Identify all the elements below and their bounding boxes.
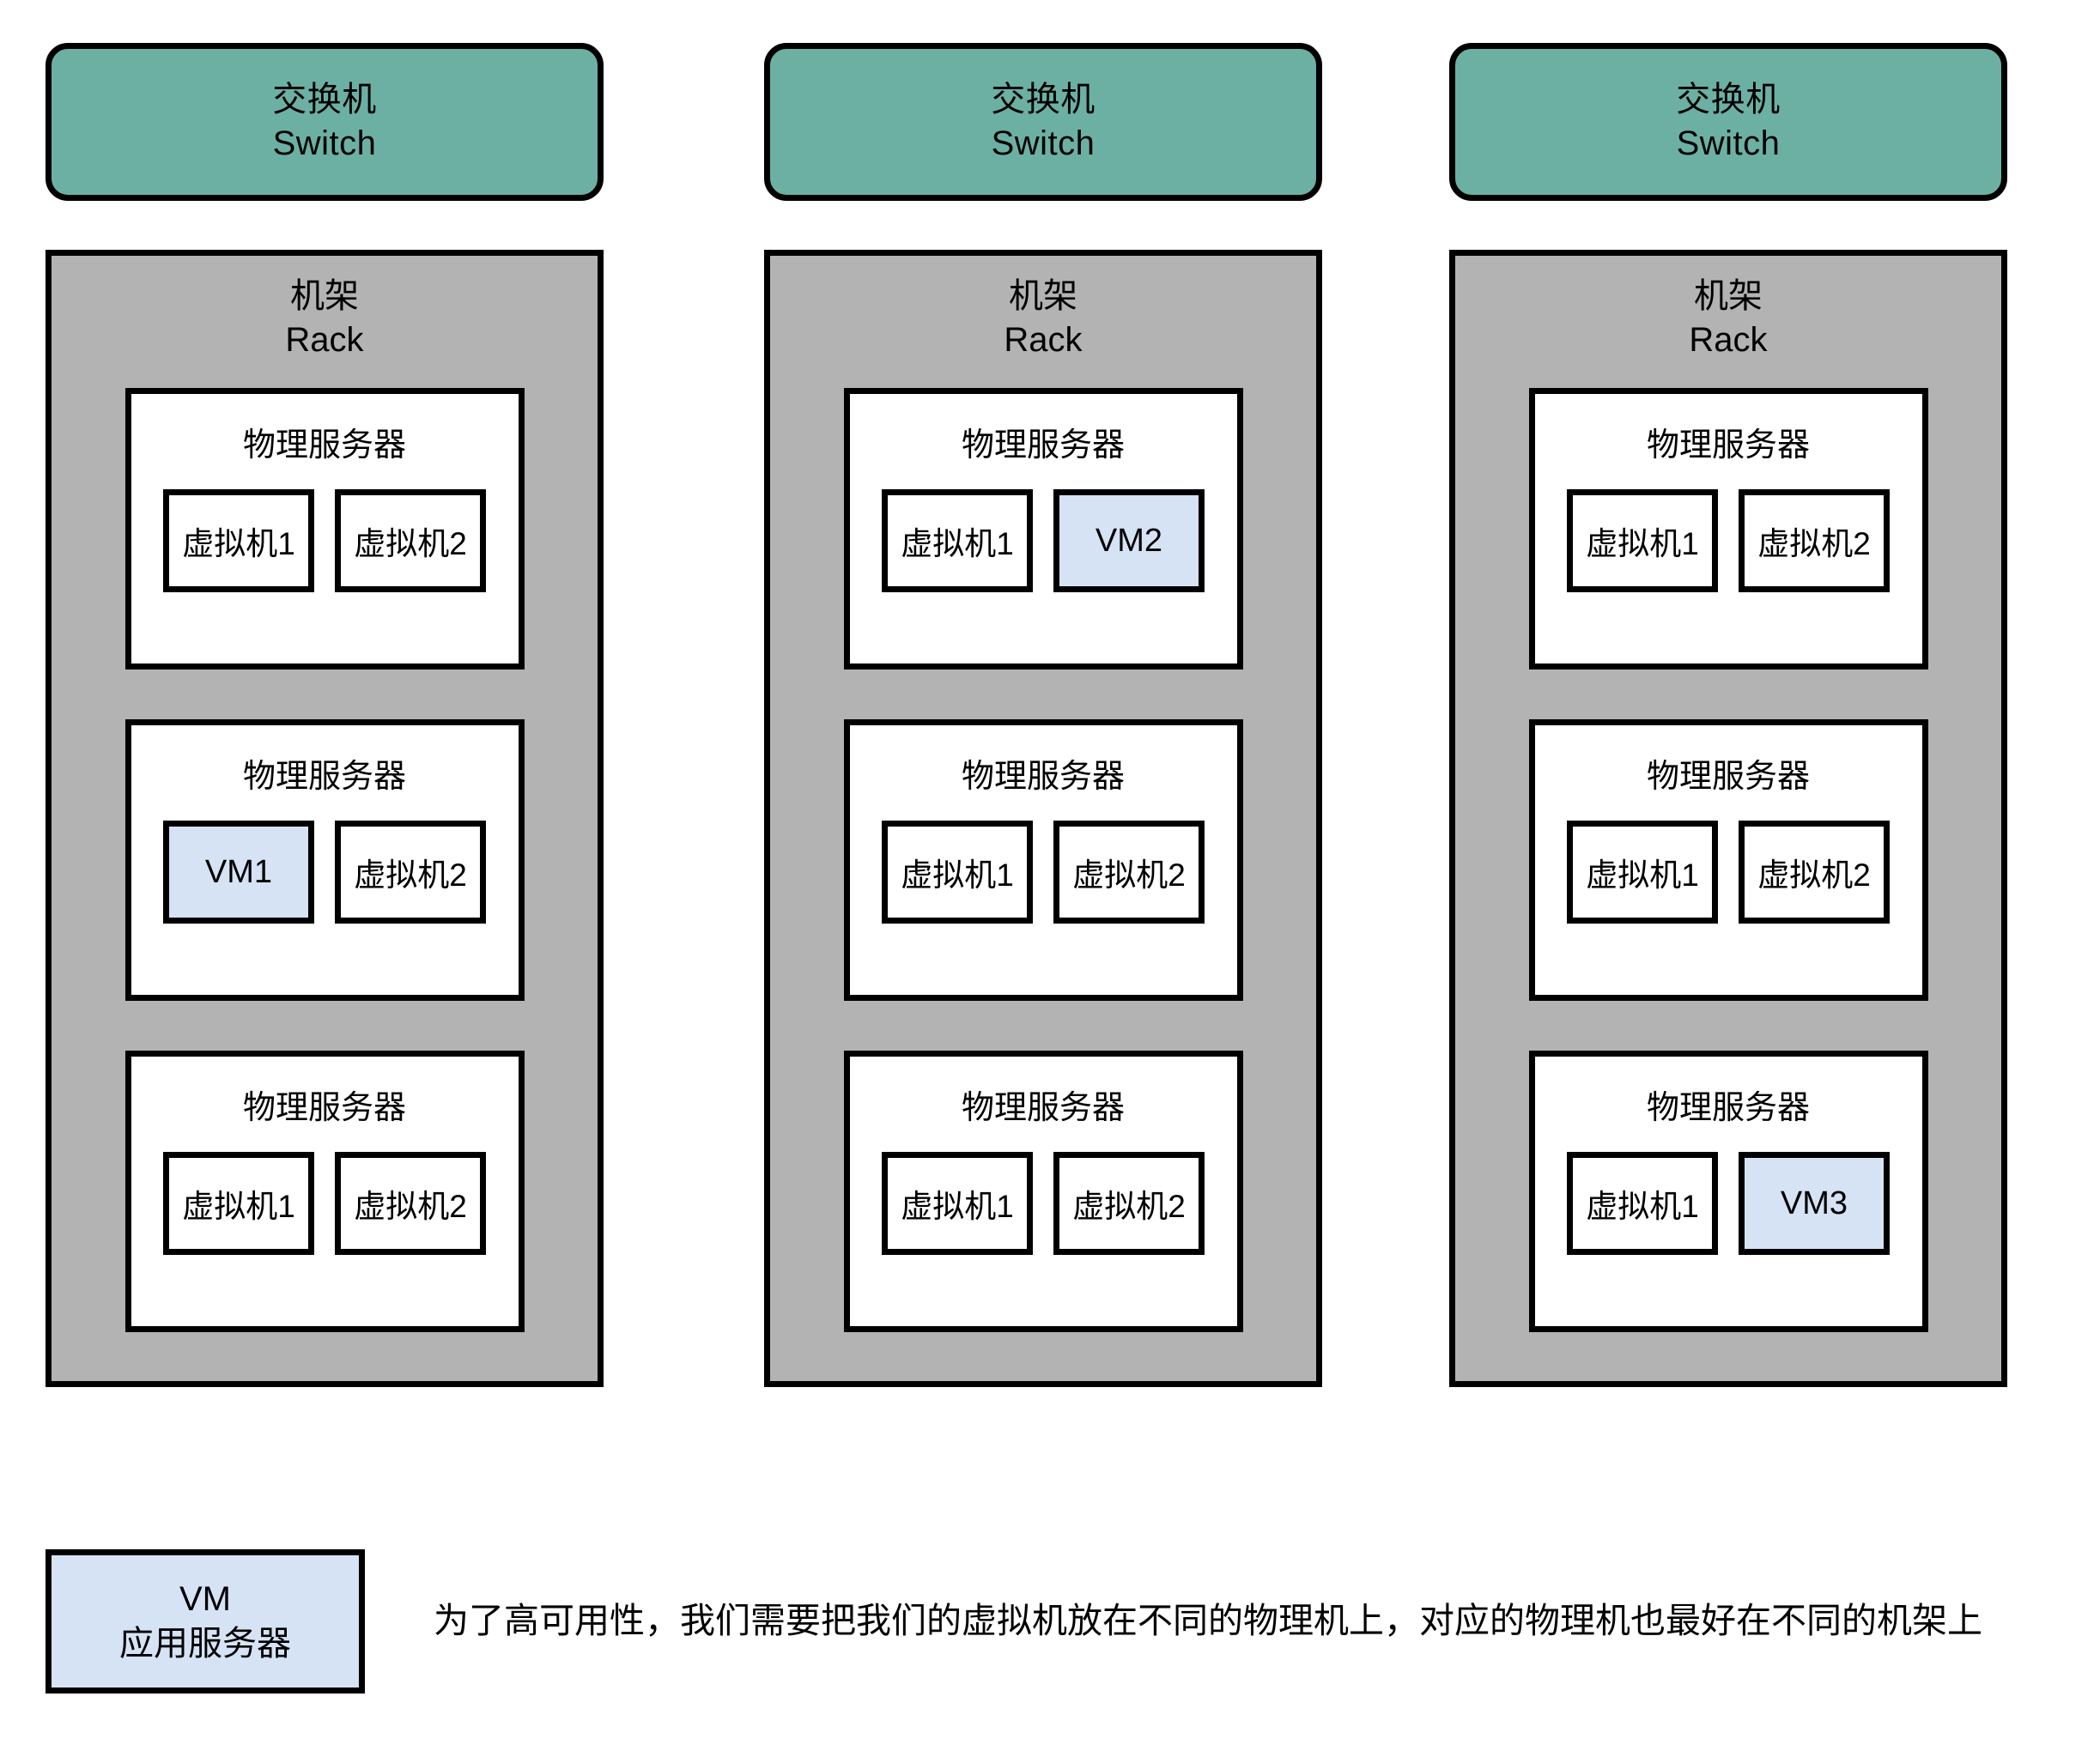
rack-title: 机架 Rack [285,275,363,362]
vm-box[interactable]: 虚拟机1 [882,489,1033,593]
rack-label-zh: 机架 [1693,277,1763,315]
legend-vm-app-server: VM 应用服务器 [46,1549,365,1694]
vm-box[interactable]: 虚拟机2 [335,489,486,593]
physical-server-label: 物理服务器 [242,427,406,464]
switch-label-zh: 交换机 [991,80,1096,118]
switch-box-1[interactable]: 交换机 Switch [46,43,604,201]
vm-box[interactable]: 虚拟机2 [1053,821,1205,924]
vm-box[interactable]: 虚拟机1 [1567,1152,1718,1256]
rack-label-zh: 机架 [289,277,359,315]
vm-box[interactable]: 虚拟机2 [335,821,486,924]
switch-box-2[interactable]: 交换机 Switch [764,43,1322,201]
vm-box[interactable]: 虚拟机2 [1739,489,1890,593]
switch-label-en: Switch [272,124,377,162]
vm-box[interactable]: 虚拟机1 [1567,489,1718,593]
vm-box[interactable]: 虚拟机1 [882,1152,1033,1256]
legend-subtitle: 应用服务器 [119,1625,291,1663]
vm-box[interactable]: 虚拟机1 [163,1152,314,1256]
vm-box-highlighted[interactable]: VM3 [1739,1152,1890,1256]
physical-server-label: 物理服务器 [961,427,1125,464]
physical-server-label: 物理服务器 [242,1090,406,1127]
diagram-caption: 为了高可用性，我们需要把我们的虚拟机放在不同的物理机上，对应的物理机也最好在不同… [434,1601,1982,1640]
vm-box[interactable]: 虚拟机2 [1739,821,1890,924]
physical-server-label: 物理服务器 [1646,759,1810,796]
vm-box-highlighted[interactable]: VM2 [1053,489,1205,593]
physical-server-label: 物理服务器 [961,759,1125,796]
switch-label-zh: 交换机 [1676,80,1781,118]
vm-box[interactable]: 虚拟机1 [1567,821,1718,924]
legend-title: VM [179,1580,231,1618]
rack-title: 机架 Rack [1004,275,1082,362]
physical-server-label: 物理服务器 [961,1090,1125,1127]
rack-label-zh: 机架 [1008,277,1077,315]
rack-label-en: Rack [1689,321,1768,360]
physical-server-label: 物理服务器 [1646,1090,1810,1127]
rack-label-en: Rack [1004,321,1083,360]
switch-label-zh: 交换机 [272,80,377,118]
vm-box-highlighted[interactable]: VM1 [163,821,314,924]
vm-box[interactable]: 虚拟机1 [163,489,314,593]
vm-box[interactable]: 虚拟机2 [335,1152,486,1256]
vm-box[interactable]: 虚拟机1 [882,821,1033,924]
vm-box[interactable]: 虚拟机2 [1053,1152,1205,1256]
switch-box-3[interactable]: 交换机 Switch [1449,43,2007,201]
rack-label-en: Rack [285,321,364,360]
switch-label-en: Switch [1676,124,1781,162]
physical-server-label: 物理服务器 [1646,427,1810,464]
switch-label-en: Switch [991,124,1096,162]
physical-server-label: 物理服务器 [242,759,406,796]
rack-title: 机架 Rack [1689,275,1767,362]
